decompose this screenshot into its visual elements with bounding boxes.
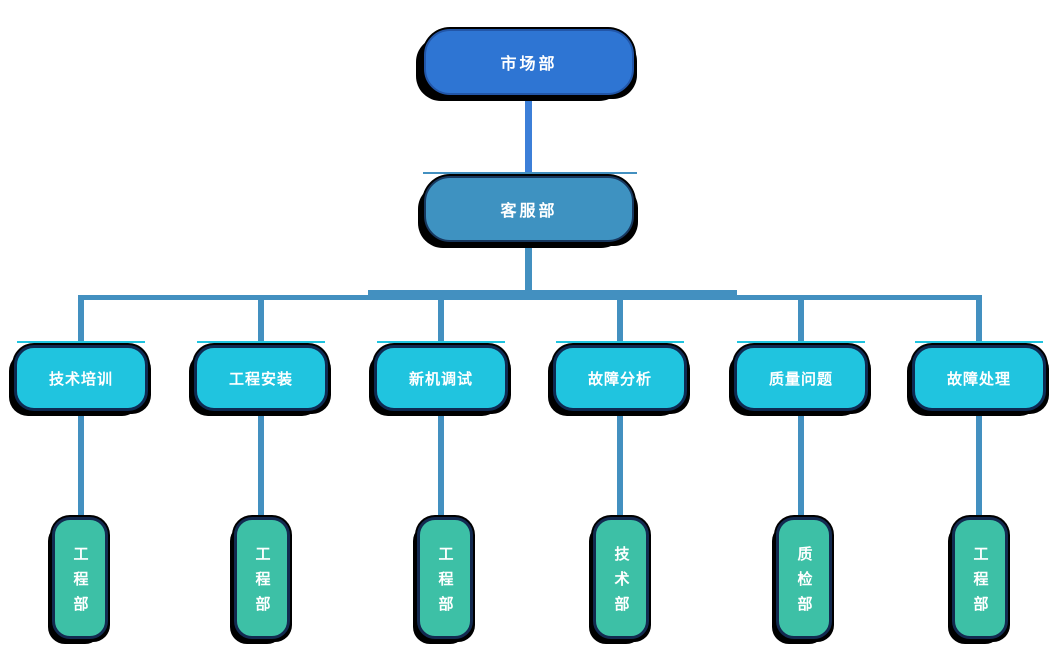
branch-node-0[interactable]: 技术培训: [14, 345, 148, 411]
branch-node-3[interactable]: 故障分析: [553, 345, 687, 411]
branch-top-edge-4: [737, 341, 865, 343]
connector-branch-child-5: [976, 411, 982, 517]
connector-drop-4: [798, 295, 804, 345]
node-marketing-dept[interactable]: 市场部: [424, 29, 634, 95]
branch-node-4[interactable]: 质量问题: [734, 345, 868, 411]
connector-drop-2: [438, 295, 444, 345]
connector-manager-top-edge: [423, 172, 637, 174]
node-label: 新机调试: [408, 370, 473, 388]
connector-branch-child-0: [78, 411, 84, 517]
child-node-4[interactable]: 质检部: [776, 517, 832, 639]
connector-branch-child-1: [258, 411, 264, 517]
branch-top-edge-2: [377, 341, 505, 343]
branch-top-edge-3: [556, 341, 684, 343]
node-label: 工程部: [253, 545, 271, 621]
node-customer-service-dept[interactable]: 客服部: [424, 176, 634, 242]
child-node-3[interactable]: 技术部: [593, 517, 649, 639]
node-label: 技术培训: [48, 370, 113, 388]
connector-drop-0: [78, 295, 84, 345]
node-label: 质检部: [795, 545, 813, 621]
node-label: 市场部: [500, 56, 558, 73]
child-node-5[interactable]: 工程部: [952, 517, 1008, 639]
node-label: 故障处理: [946, 370, 1011, 388]
connector-branch-child-3: [617, 411, 623, 517]
branch-node-1[interactable]: 工程安装: [194, 345, 328, 411]
branch-node-5[interactable]: 故障处理: [912, 345, 1046, 411]
branch-node-2[interactable]: 新机调试: [374, 345, 508, 411]
node-label: 工程部: [971, 545, 989, 621]
connector-branch-child-4: [798, 411, 804, 517]
connector-manager-down: [525, 242, 532, 295]
branch-top-edge-1: [197, 341, 325, 343]
node-label: 技术部: [612, 545, 630, 621]
branch-top-edge-0: [17, 341, 145, 343]
child-node-1[interactable]: 工程部: [234, 517, 290, 639]
branch-top-edge-5: [915, 341, 1043, 343]
child-node-2[interactable]: 工程部: [417, 517, 473, 639]
node-label: 质量问题: [768, 370, 833, 388]
connector-drop-1: [258, 295, 264, 345]
connector-drop-5: [976, 295, 982, 345]
node-label: 故障分析: [587, 370, 652, 388]
connector-branch-child-2: [438, 411, 444, 517]
connector-horizontal-line: [78, 295, 982, 300]
node-label: 客服部: [500, 203, 558, 220]
node-label: 工程部: [71, 545, 89, 621]
node-label: 工程部: [436, 545, 454, 621]
child-node-0[interactable]: 工程部: [52, 517, 108, 639]
connector-root-to-manager: [525, 95, 532, 176]
node-label: 工程安装: [228, 370, 293, 388]
connector-drop-3: [617, 295, 623, 345]
connector-horizontal-line-thick: [368, 290, 737, 296]
